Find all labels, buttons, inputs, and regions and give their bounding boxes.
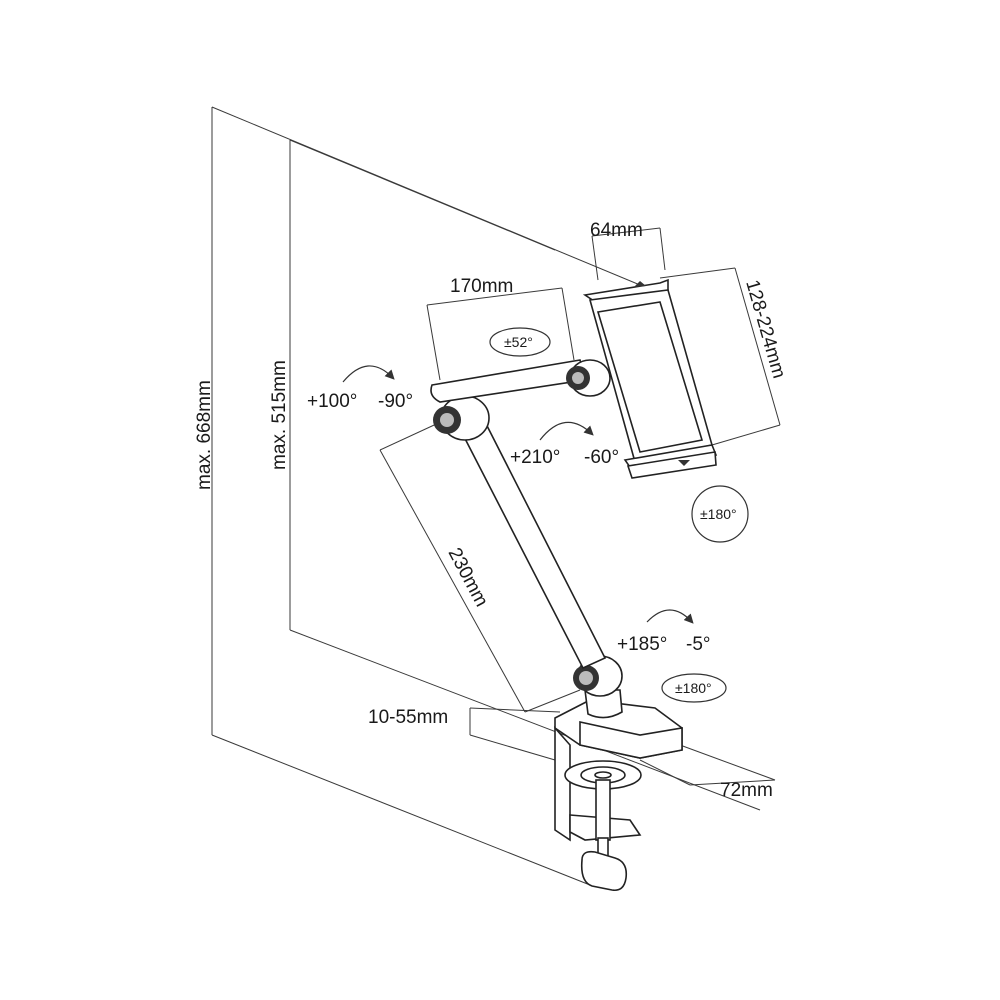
- label-tilt-plus: +210°: [510, 447, 560, 468]
- upper-arm: [430, 359, 586, 403]
- dimension-lines: [211, 106, 781, 886]
- label-elbow-plus: +100°: [307, 391, 357, 412]
- desk-clamp: [554, 699, 683, 892]
- label-holder-width: 128-224mm: [741, 278, 789, 381]
- label-base-minus: -5°: [686, 634, 711, 655]
- label-tilt-minus: -60°: [584, 447, 619, 468]
- label-swivel-top: ±52°: [504, 334, 533, 350]
- label-clamp-width: 72mm: [720, 780, 773, 801]
- rotation-arrows: [342, 327, 749, 703]
- label-max-height: max. 668mm: [194, 380, 215, 490]
- label-clamp-range: 10-55mm: [368, 707, 448, 728]
- top-joint: [566, 359, 611, 397]
- label-holder-depth: 64mm: [590, 220, 643, 241]
- label-rotation-holder: ±180°: [700, 506, 737, 522]
- label-elbow-minus: -90°: [378, 391, 413, 412]
- label-rotation-base: ±180°: [675, 680, 712, 696]
- tablet-holder: [582, 278, 718, 479]
- label-max-height-arm: max. 515mm: [269, 360, 290, 470]
- label-upper-arm: 170mm: [450, 276, 513, 297]
- label-base-plus: +185°: [617, 634, 667, 655]
- angle-labels: +100° -90° +210° -60° +185° -5° ±52° ±18…: [307, 334, 737, 696]
- elbow-joint: [433, 395, 490, 441]
